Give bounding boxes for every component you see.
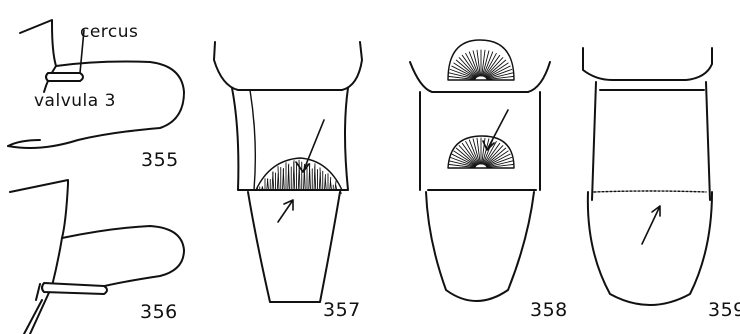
fig356-body-upper [10, 180, 68, 286]
fig359-mid-segment [592, 82, 710, 200]
fig357-seta [278, 166, 279, 190]
fig357-arrow-2 [278, 200, 293, 222]
fig356-cercus [42, 283, 107, 294]
fig357-top-segment [214, 42, 362, 90]
fig357-seta [294, 162, 295, 190]
valvula-label: valvula 3 [34, 93, 116, 110]
fig357-seta [273, 172, 274, 190]
fig357-seta [283, 170, 284, 190]
figure-number-356: 356 [140, 303, 178, 322]
fig357-seta [315, 167, 316, 190]
fig357-seta [331, 181, 332, 190]
fig355-cercus [46, 73, 83, 81]
fig357-plate [248, 192, 340, 302]
figure-number-358: 358 [530, 301, 568, 320]
figure-number-357: 357 [323, 301, 361, 320]
fig357-inner-line [250, 90, 255, 190]
fig356-valvula [62, 226, 184, 292]
fig358-arrow [483, 110, 508, 150]
fig358-mid-segment [420, 92, 540, 190]
cercus-label: cercus [80, 24, 138, 41]
fig357-seta [299, 160, 300, 190]
fig357-seta [310, 166, 311, 190]
panel-358-drawing [410, 40, 550, 301]
fig358-plate [426, 192, 534, 301]
fig359-plate [588, 192, 712, 305]
fig357-seta [289, 165, 290, 190]
figure-number-355: 355 [141, 151, 179, 170]
fig359-top-segment [583, 48, 712, 80]
fig359-crenulate-margin [594, 191, 706, 192]
fig357-mid-segment [232, 88, 348, 190]
fig357-seta [320, 168, 321, 190]
fig355-lower-edge [8, 140, 40, 146]
fig357-seta [325, 178, 326, 190]
figure-number-359: 359 [708, 301, 740, 320]
fig358-top-segment [410, 62, 550, 92]
panel-359-drawing [583, 48, 712, 305]
fig359-arrow [642, 206, 660, 244]
fig357-seta [268, 179, 269, 190]
